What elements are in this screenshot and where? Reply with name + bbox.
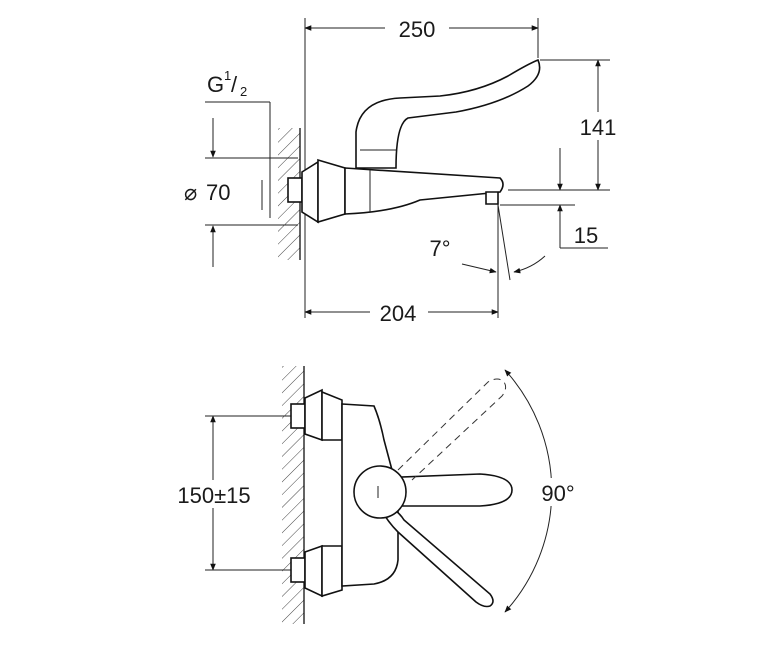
svg-text:2: 2 — [240, 84, 247, 99]
top-view: 150±15 90° — [162, 366, 588, 624]
dim-70-label: 70 — [206, 180, 230, 205]
lever-rotated-ghost — [397, 378, 507, 481]
spout-side — [344, 167, 504, 215]
rosette-lower — [304, 544, 323, 598]
lever-current — [374, 473, 513, 507]
wall-connector-upper — [290, 403, 306, 429]
svg-text:1: 1 — [224, 68, 231, 83]
faucet-body-side — [317, 158, 346, 224]
angle-7-label: 7° — [429, 236, 450, 261]
dim-204-label: 204 — [380, 301, 417, 326]
eccentric-upper — [321, 390, 343, 441]
eccentric-lower — [321, 545, 343, 598]
diameter-symbol: ⌀ — [184, 180, 197, 205]
svg-text:/: / — [231, 72, 238, 97]
svg-text:G: G — [207, 72, 224, 97]
aerator — [485, 191, 499, 205]
angle-90-label: 90° — [541, 481, 574, 506]
dim-150-label: 150±15 — [177, 483, 250, 508]
dim-250-label: 250 — [399, 17, 436, 42]
rosette-top — [301, 160, 319, 224]
rosette-upper — [304, 388, 323, 442]
wall-connector-lower — [290, 557, 306, 583]
dim-141-label: 141 — [580, 115, 617, 140]
handle-column — [355, 58, 541, 169]
cartridge-cap — [353, 465, 407, 519]
thread-label: G 1 / 2 — [207, 68, 247, 99]
wall-connector-top — [287, 177, 303, 203]
dim-15-label: 15 — [574, 223, 598, 248]
side-view: 250 141 15 204 G 1 / 2 ⌀ 70 — [184, 14, 626, 326]
lever-long — [377, 499, 494, 608]
